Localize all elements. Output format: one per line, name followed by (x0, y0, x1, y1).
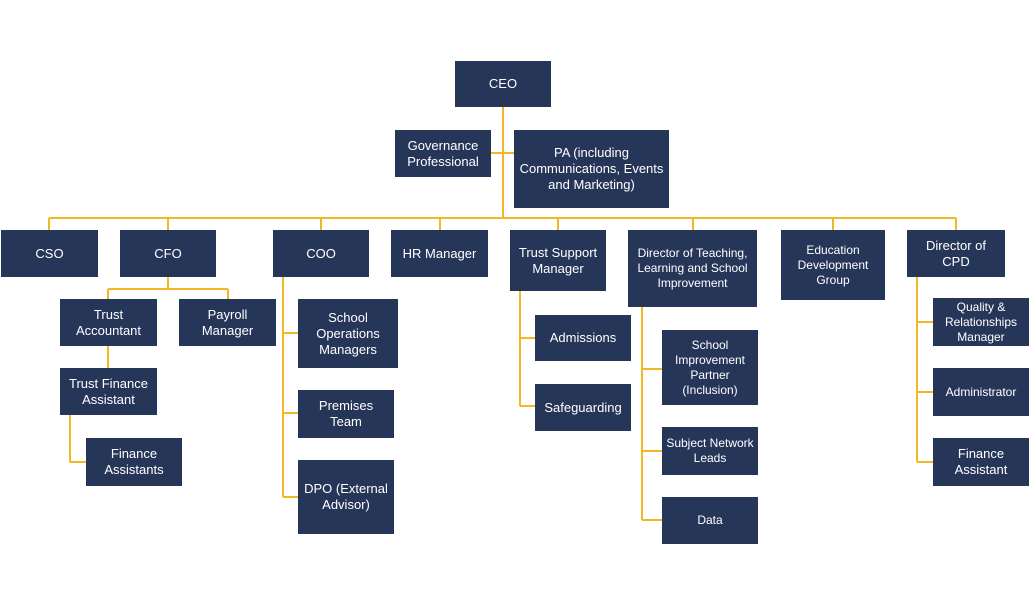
node-admissions-label: Admissions (549, 330, 617, 345)
node-pa: PA (including Communications, Events and… (514, 130, 669, 208)
node-school-operations-managers-label: School Operations Managers (316, 309, 380, 357)
node-coo: COO (273, 230, 369, 277)
node-ceo-label: CEO (488, 76, 518, 91)
node-quality-relationships-manager-label: Quality & Relationships Manager (944, 299, 1018, 344)
node-school-improvement-partner-label: School Improvement Partner (Inclusion) (674, 337, 746, 397)
node-subject-network-leads-label: Subject Network Leads (666, 436, 754, 465)
node-trust-support-manager: Trust Support Manager (510, 230, 606, 291)
node-safeguarding-label: Safeguarding (544, 399, 622, 415)
node-quality-relationships-manager: Quality & Relationships Manager (933, 298, 1029, 346)
node-education-development-group: Education Development Group (781, 230, 885, 300)
node-pa-label: PA (including Communications, Events and… (519, 145, 664, 192)
node-cfo-label: CFO (154, 245, 182, 261)
node-director-teaching-label: Director of Teaching, Learning and Schoo… (637, 246, 748, 290)
node-finance-assistant: Finance Assistant (933, 438, 1029, 486)
node-payroll-manager: Payroll Manager (179, 299, 276, 346)
node-dpo: DPO (External Advisor) (298, 460, 394, 534)
node-ceo: CEO (455, 61, 551, 107)
node-administrator-label: Administrator (945, 384, 1017, 399)
node-premises-team: Premises Team (298, 390, 394, 438)
node-director-cpd: Director of CPD (907, 230, 1005, 277)
node-subject-network-leads: Subject Network Leads (662, 427, 758, 475)
node-finance-assistant-label: Finance Assistant (954, 446, 1008, 477)
node-trust-accountant: Trust Accountant (60, 299, 157, 346)
node-education-development-group-label: Education Development Group (797, 242, 869, 287)
node-trust-support-manager-label: Trust Support Manager (518, 244, 598, 276)
node-director-cpd-label: Director of CPD (926, 237, 986, 269)
node-hr-manager-label: HR Manager (402, 245, 477, 261)
node-data-label: Data (697, 513, 723, 527)
node-governance-professional: Governance Professional (395, 130, 491, 177)
node-admissions: Admissions (535, 315, 631, 361)
node-finance-assistants-label: Finance Assistants (104, 446, 164, 477)
node-cso-label: CSO (35, 245, 64, 261)
node-trust-accountant-label: Trust Accountant (75, 306, 142, 338)
node-premises-team-label: Premises Team (318, 398, 374, 429)
node-school-operations-managers: School Operations Managers (298, 299, 398, 368)
node-governance-professional-label: Governance Professional (407, 137, 479, 169)
node-director-teaching: Director of Teaching, Learning and Schoo… (628, 230, 757, 307)
node-hr-manager: HR Manager (391, 230, 488, 277)
node-cso: CSO (1, 230, 98, 277)
node-finance-assistants: Finance Assistants (86, 438, 182, 486)
node-administrator: Administrator (933, 368, 1029, 416)
node-dpo-label: DPO (External Advisor) (304, 481, 388, 512)
node-school-improvement-partner: School Improvement Partner (Inclusion) (662, 330, 758, 405)
node-trust-finance-assistant: Trust Finance Assistant (60, 368, 157, 415)
node-trust-finance-assistant-label: Trust Finance Assistant (69, 375, 148, 407)
node-data: Data (662, 497, 758, 544)
node-cfo: CFO (120, 230, 216, 277)
node-payroll-manager-label: Payroll Manager (201, 306, 254, 338)
node-coo-label: COO (306, 245, 336, 261)
node-safeguarding: Safeguarding (535, 384, 631, 431)
